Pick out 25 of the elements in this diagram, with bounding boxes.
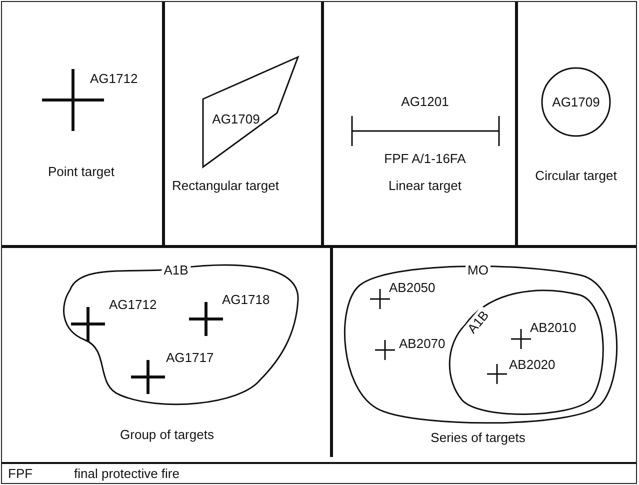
abbreviation-definition: final protective fire bbox=[74, 466, 180, 481]
caption: Point target bbox=[48, 164, 114, 179]
target-outline bbox=[200, 54, 302, 170]
target-code: AG1201 bbox=[401, 94, 449, 109]
caption: Series of targets bbox=[430, 430, 526, 445]
target-code: AG1718 bbox=[222, 292, 270, 307]
target-label: AG1709 bbox=[551, 94, 601, 110]
caption: Rectangular target bbox=[172, 178, 279, 193]
target-code: AG1717 bbox=[166, 350, 214, 365]
target-code: AB2050 bbox=[389, 280, 436, 295]
target-label: AG1709 bbox=[211, 112, 261, 126]
target-code: AG1712 bbox=[109, 297, 157, 312]
target-outline bbox=[346, 262, 620, 426]
target-code: AB2010 bbox=[530, 320, 576, 335]
target-code: AG1712 bbox=[90, 71, 138, 86]
target-label: MO bbox=[466, 262, 490, 278]
target-code: AB2020 bbox=[509, 357, 556, 372]
caption: Linear target bbox=[388, 178, 462, 193]
target-code: AB2070 bbox=[399, 336, 446, 351]
target-outline bbox=[540, 66, 612, 138]
target-code: FPF A/1-16FA bbox=[384, 151, 466, 166]
abbreviation: FPF bbox=[8, 466, 33, 481]
target-label: A1B bbox=[162, 262, 190, 278]
caption: Circular target bbox=[535, 168, 617, 183]
caption: Group of targets bbox=[120, 427, 214, 442]
